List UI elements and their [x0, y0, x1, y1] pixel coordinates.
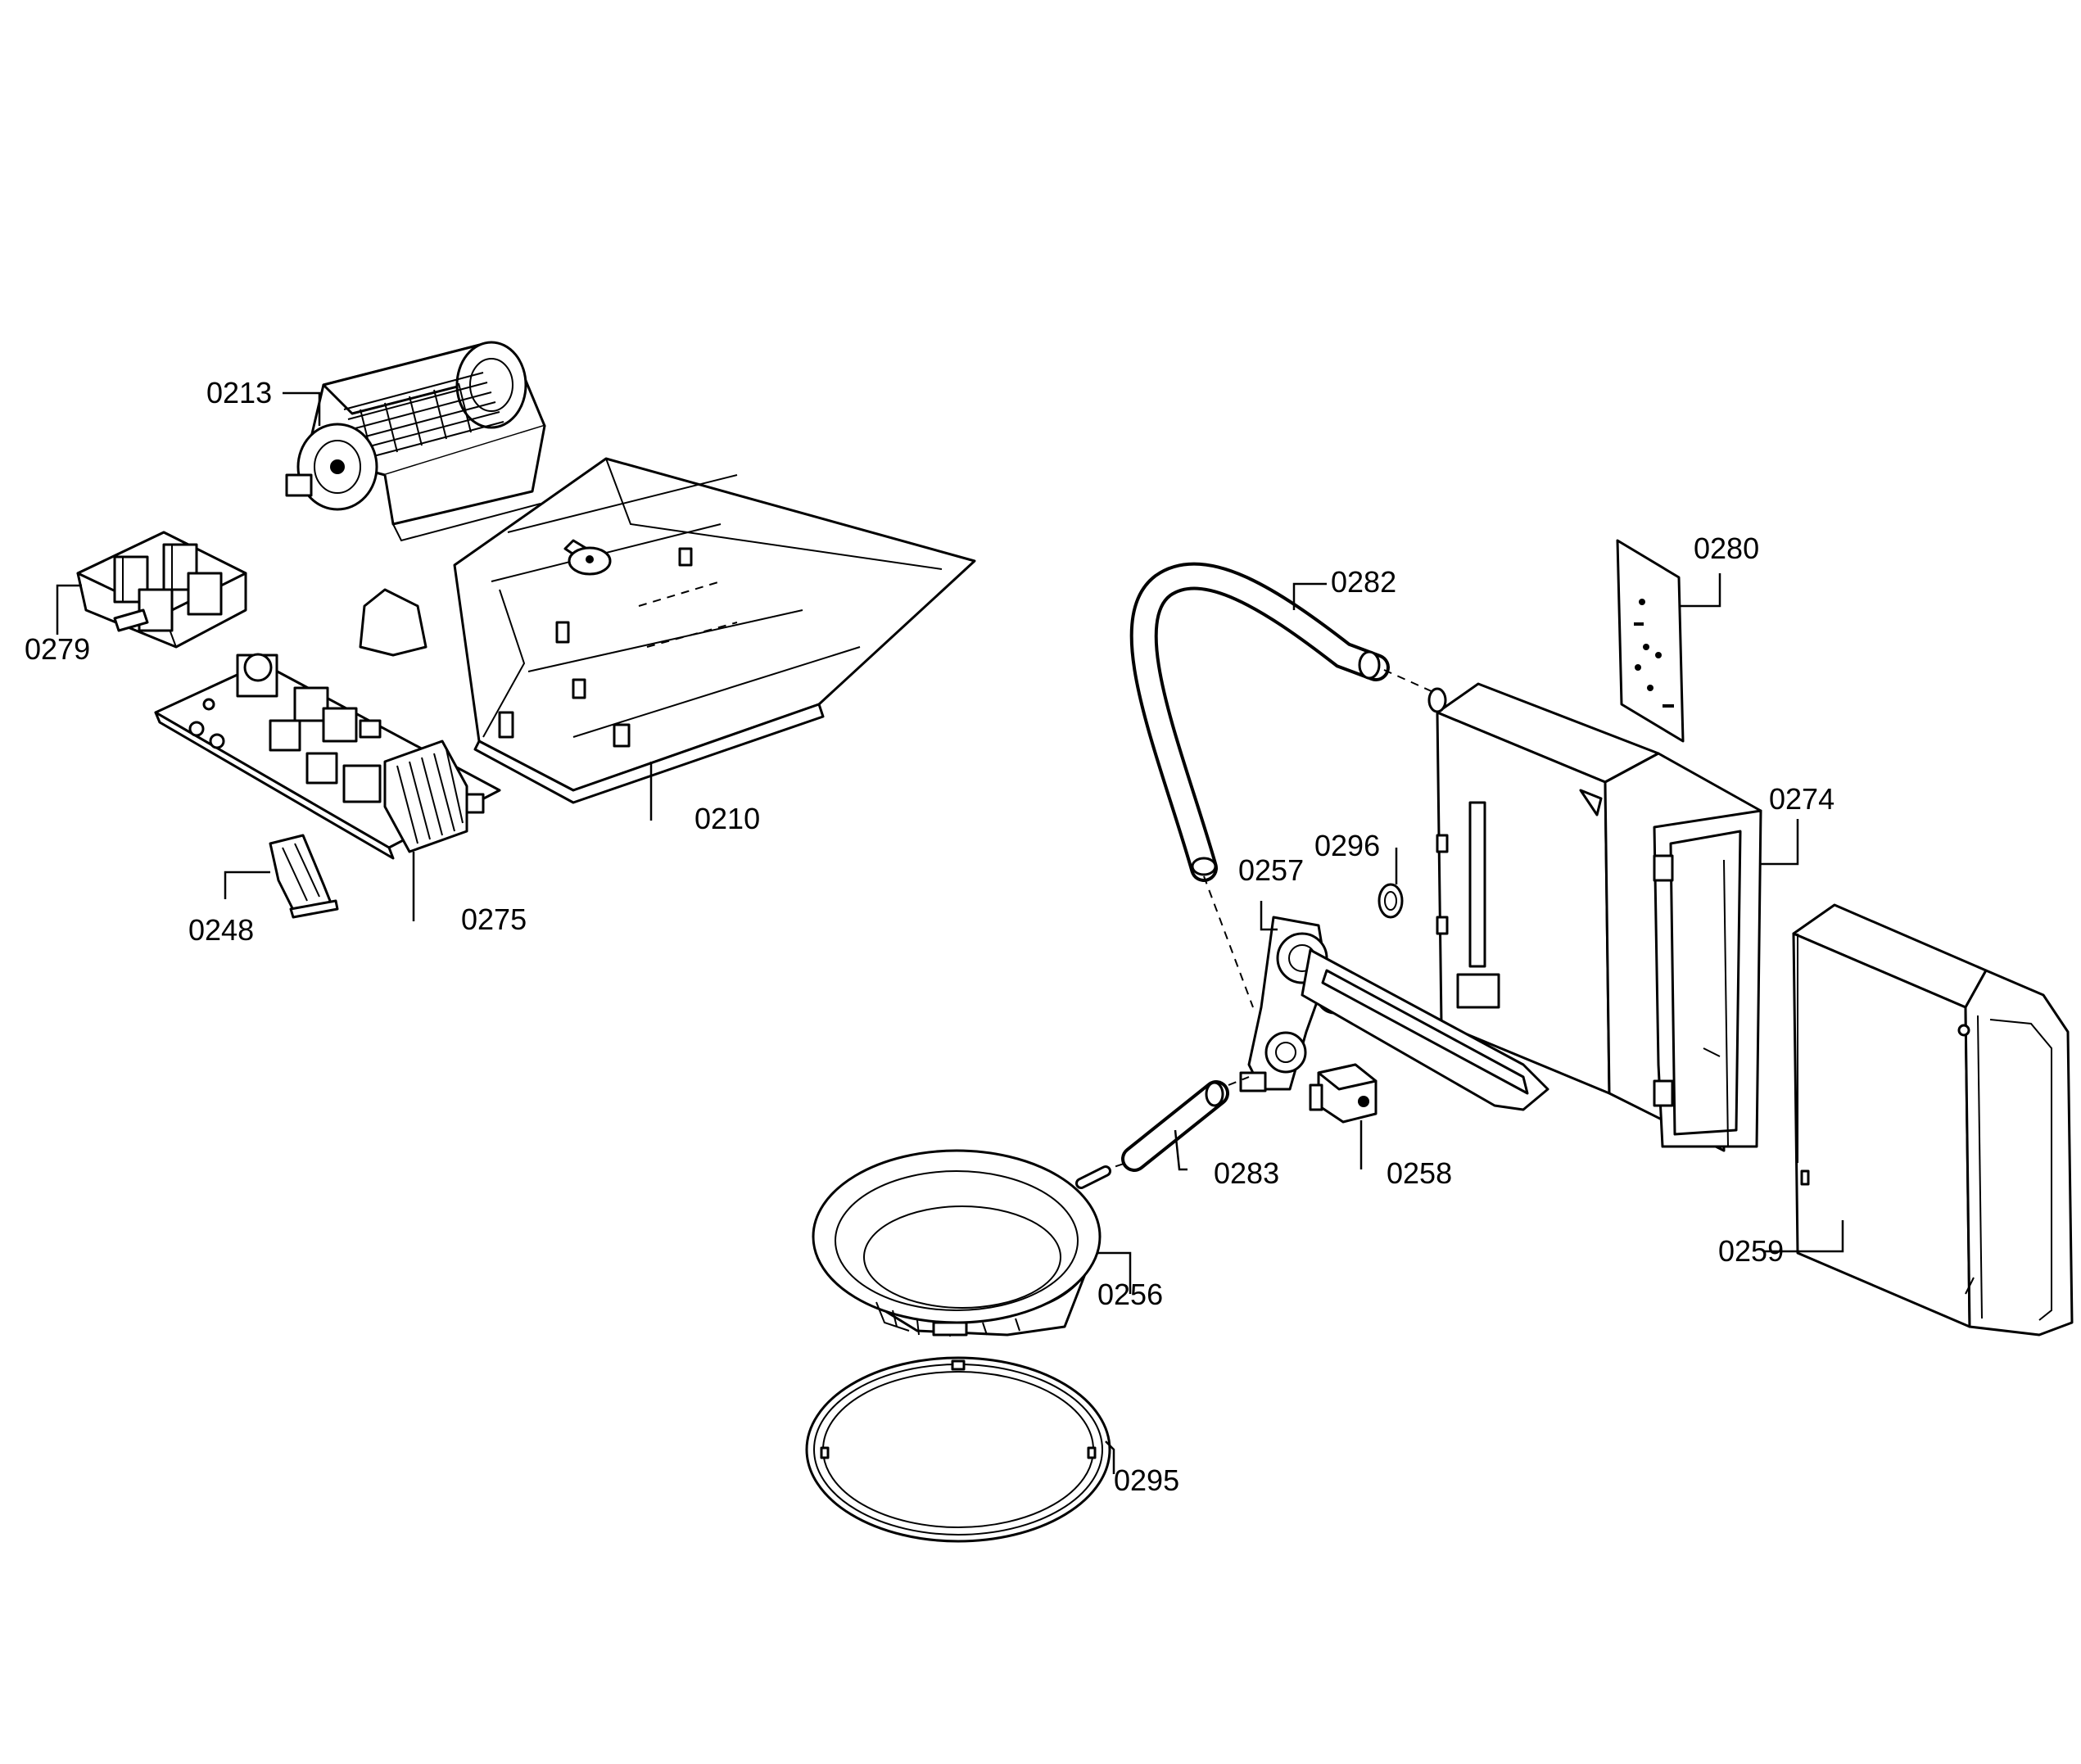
leader-0248	[224, 871, 270, 899]
part-label-0280: 0280	[1694, 531, 1759, 565]
ring-gasket-icon	[805, 1356, 1111, 1543]
tangential-fan-icon	[285, 341, 546, 542]
part-label-0295: 0295	[1114, 1463, 1179, 1497]
part-label-0256: 0256	[1097, 1278, 1163, 1311]
relay-block-icon	[76, 531, 247, 649]
seal-sheet-icon	[1616, 539, 1685, 743]
part-label-0213: 0213	[206, 376, 272, 409]
part-label-0279: 0279	[25, 632, 90, 666]
water-tank-housing-icon	[1427, 682, 1762, 1152]
mounting-plate-icon	[359, 457, 976, 804]
steam-generator-bowl-icon	[812, 1149, 1111, 1337]
part-label-0283: 0283	[1214, 1156, 1279, 1190]
leader-0295	[1105, 1441, 1115, 1474]
short-hose-icon	[1121, 1080, 1229, 1172]
part-labels: 0213 0279 0210 0275 0248 0282 0280 0274 …	[25, 376, 1834, 1497]
leader-0274	[1761, 819, 1799, 866]
pump-bracket-icon	[1239, 916, 1549, 1111]
leader-0280	[1679, 573, 1721, 608]
leader-0256	[1097, 1251, 1132, 1294]
part-label-0274: 0274	[1769, 782, 1834, 816]
connector-icon	[269, 834, 339, 919]
part-label-0275: 0275	[461, 902, 527, 936]
leader-lines	[56, 391, 1844, 1474]
solenoid-valve-icon	[1309, 1063, 1378, 1124]
leader-0257	[1260, 901, 1278, 931]
leader-0213	[283, 391, 321, 426]
part-label-0248: 0248	[188, 913, 254, 947]
leader-0283	[1174, 1129, 1188, 1171]
part-label-0259: 0259	[1718, 1234, 1784, 1268]
leader-0259	[1765, 1220, 1844, 1253]
cover-panel-icon	[1792, 903, 2074, 1337]
part-label-0296: 0296	[1314, 829, 1380, 862]
part-label-0210: 0210	[694, 802, 760, 835]
circuit-board-icon	[154, 653, 501, 860]
leader-0279	[56, 584, 82, 635]
hose-icon	[1129, 562, 1390, 882]
o-ring-icon	[1378, 883, 1404, 919]
part-label-0258: 0258	[1387, 1156, 1452, 1190]
part-label-0282: 0282	[1331, 565, 1396, 599]
part-label-0257: 0257	[1238, 853, 1304, 887]
leader-0282	[1292, 582, 1327, 610]
